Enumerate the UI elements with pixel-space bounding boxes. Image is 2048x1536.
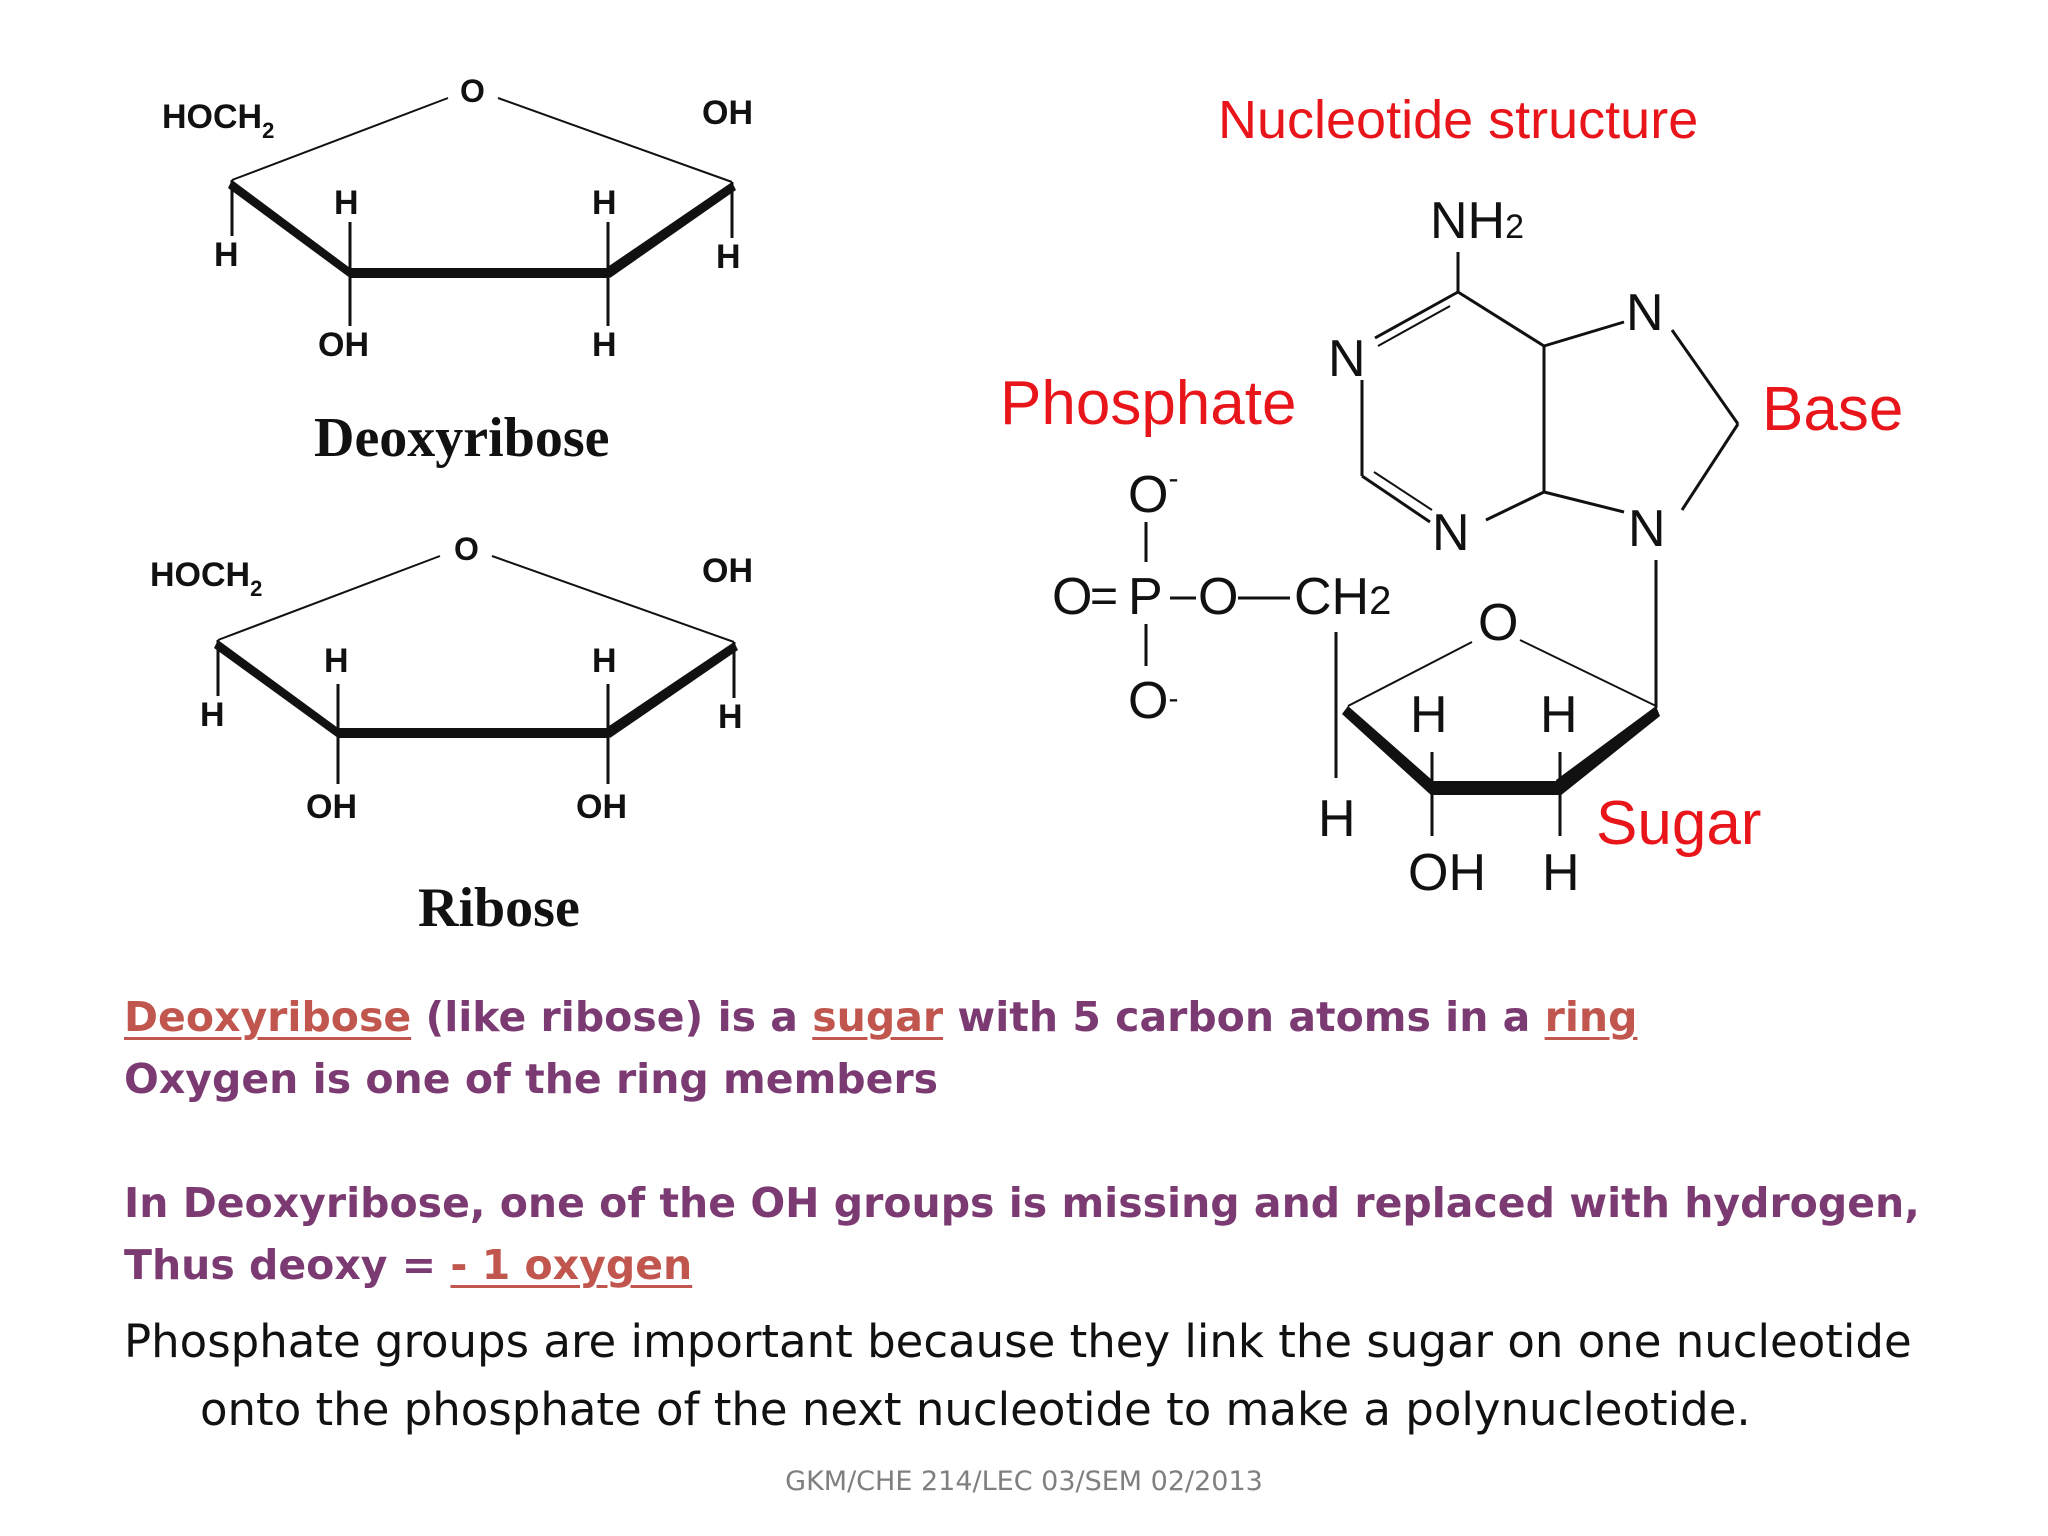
nucleotide-structure: Nucleotide structure Phosphate Base Suga… — [1000, 90, 1903, 902]
deoxyribose-h-bottom-right: H — [592, 326, 617, 364]
deoxyribose-h-right: H — [716, 238, 741, 276]
deoxyribose-link[interactable]: Deoxyribose — [124, 993, 412, 1041]
deoxyribose-structure: HOCH2 O OH H H H H OH H Deoxyribose — [162, 73, 753, 469]
phosphate-o-ester: O — [1198, 568, 1238, 626]
text-line-4: Thus deoxy = - 1 oxygen — [124, 1234, 692, 1296]
phosphate-p: P — [1128, 568, 1163, 626]
ribose-hoch2: HOCH2 — [150, 556, 262, 601]
ribose-oh-bottom-right: OH — [576, 788, 627, 826]
paragraph-line-1: Phosphate groups are important because t… — [124, 1315, 1912, 1368]
text-line-1-part: with 5 carbon atoms in a — [943, 993, 1545, 1041]
text-line-1-part: (like ribose) is a — [411, 993, 813, 1041]
sugar-oh-bottom: OH — [1408, 844, 1486, 902]
ribose-h-right: H — [718, 698, 743, 736]
ribose-h-left: H — [200, 696, 225, 734]
ring-link[interactable]: ring — [1544, 993, 1638, 1041]
sugar-label: Sugar — [1596, 789, 1761, 858]
ribose-oh-right: OH — [702, 552, 753, 590]
phosphate-o-double: O — [1052, 568, 1092, 626]
nh2-group: NH2 — [1430, 192, 1524, 250]
text-line-1: Deoxyribose (like ribose) is a sugar wit… — [124, 986, 1637, 1048]
phosphate-paragraph: Phosphate groups are important because t… — [124, 1308, 2004, 1444]
sugar-h-left: H — [1318, 790, 1356, 848]
ribose-structure: HOCH2 O OH H H H H OH OH Ribose — [150, 531, 753, 939]
base-n-top-right: N — [1626, 284, 1664, 342]
minus-one-oxygen-link[interactable]: - 1 oxygen — [450, 1241, 693, 1289]
text-line-2: Oxygen is one of the ring members — [124, 1055, 939, 1103]
sugar-ring-oxygen: O — [1478, 594, 1518, 652]
phosphate-o-minus-bottom: O- — [1128, 672, 1178, 730]
base-label: Base — [1762, 375, 1903, 444]
deoxyribose-oh-right: OH — [702, 94, 753, 132]
ch2-group: CH2 — [1294, 568, 1391, 626]
deoxyribose-ring-oxygen: O — [460, 73, 485, 109]
phosphate-equals: = — [1090, 570, 1118, 623]
text-line-3: In Deoxyribose, one of the OH groups is … — [124, 1179, 1920, 1227]
paragraph-line-2: onto the phosphate of the next nucleotid… — [200, 1383, 1751, 1436]
deoxyribose-h-top-right: H — [592, 184, 617, 222]
text-line-4-part: Thus deoxy = — [124, 1241, 451, 1289]
sugar-h-ring-right: H — [1540, 686, 1578, 744]
nucleotide-title: Nucleotide structure — [1218, 90, 1698, 150]
deoxyribose-h-left: H — [214, 236, 239, 274]
sugar-h-bottom: H — [1542, 844, 1580, 902]
footer: GKM/CHE 214/LEC 03/SEM 02/2013 — [785, 1466, 1263, 1497]
sugar-h-ring-left: H — [1410, 686, 1448, 744]
ribose-h-top-right: H — [592, 642, 617, 680]
phosphate-o-minus-top: O- — [1128, 462, 1178, 524]
ribose-oh-bottom-left: OH — [306, 788, 357, 826]
ribose-title: Ribose — [418, 877, 580, 939]
chemical-structures: HOCH2 O OH H H H H OH H Deoxyribose HOCH… — [150, 73, 1903, 939]
base-n-top-left: N — [1328, 330, 1366, 388]
ribose-ring-oxygen: O — [454, 531, 479, 567]
sugar-link[interactable]: sugar — [812, 993, 944, 1041]
deoxyribose-title: Deoxyribose — [314, 407, 610, 469]
ribose-h-top-left: H — [324, 642, 349, 680]
phosphate-label: Phosphate — [1000, 369, 1296, 438]
deoxyribose-hoch2: HOCH2 — [162, 98, 274, 143]
deoxyribose-h-top-left: H — [334, 184, 359, 222]
base-n-bottom-left: N — [1432, 504, 1470, 562]
deoxyribose-oh-bottom-left: OH — [318, 326, 369, 364]
base-n-bottom-right: N — [1628, 500, 1666, 558]
